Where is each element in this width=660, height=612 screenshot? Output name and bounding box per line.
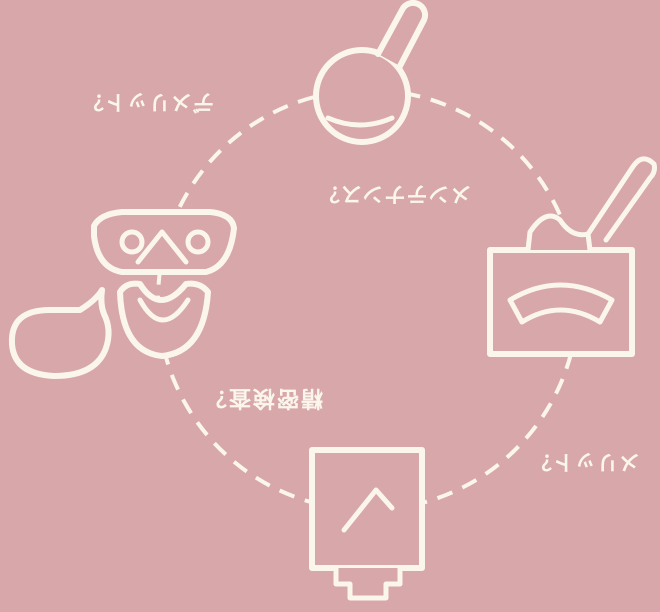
speech-bubble-icon (8, 287, 112, 379)
label-demerit-top: デメリット？ (82, 90, 214, 114)
label-inspection: 精密検査？ (203, 385, 324, 410)
chart-board-icon (309, 447, 425, 601)
meter-icon (487, 156, 657, 357)
label-merit: メリット？ (530, 450, 640, 474)
label-maintenance: メンテナンス？ (318, 182, 472, 206)
robot-face-icon (91, 209, 237, 359)
magnifier-icon (313, 0, 429, 145)
